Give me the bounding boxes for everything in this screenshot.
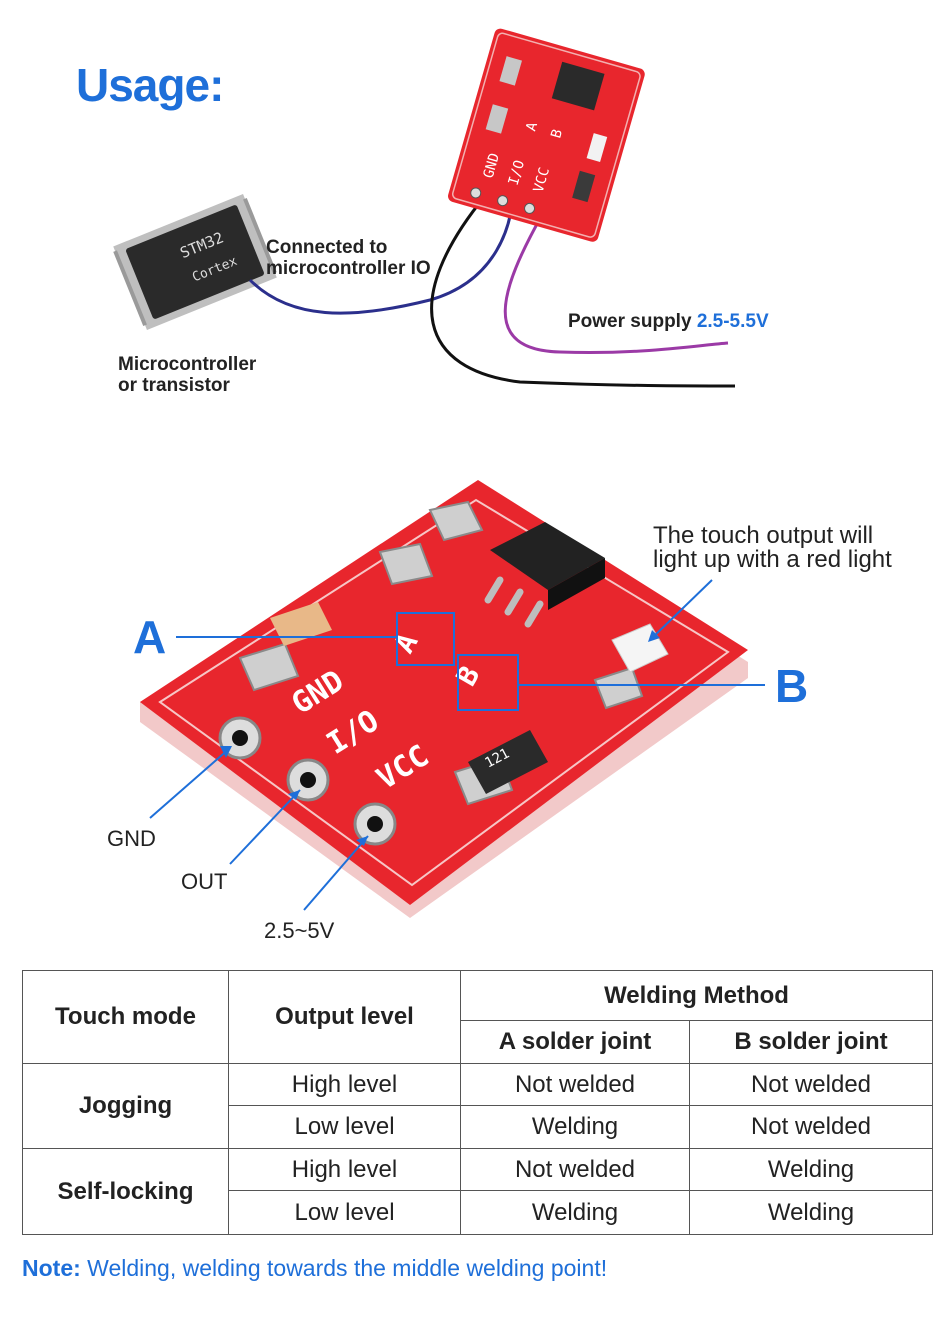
header-b-solder-joint: B solder joint (689, 1020, 933, 1064)
header-a-solder-joint: A solder joint (460, 1020, 690, 1064)
label-a: A (133, 611, 167, 663)
mode-self-locking: Self-locking (22, 1148, 229, 1235)
note-prefix: Note: (22, 1255, 81, 1281)
cell-b: Welding (689, 1190, 933, 1235)
pad-b-box (457, 654, 519, 711)
touch-output-note: The touch output will light up with a re… (653, 522, 892, 573)
cell-b: Welding (689, 1148, 933, 1191)
cell-a: Welding (460, 1190, 690, 1235)
resistor-121 (468, 730, 548, 794)
cell-level: Low level (228, 1105, 461, 1149)
cell-a: Not welded (460, 1148, 690, 1191)
mcu-label: Microcontroller or transistor (118, 354, 257, 396)
note-text: Welding, welding towards the middle weld… (87, 1255, 608, 1281)
cell-level: Low level (228, 1190, 461, 1235)
power-supply-text: Power supply (568, 311, 692, 332)
label-b: B (775, 660, 809, 712)
header-touch-mode: Touch mode (22, 970, 229, 1064)
power-supply-value: 2.5-5.5V (696, 311, 769, 332)
table-header-row: Touch mode Output level Welding Method (22, 970, 933, 1064)
pin-out-label: OUT (181, 869, 228, 894)
wire-vcc (503, 214, 729, 355)
pad-a-box (396, 612, 455, 666)
cell-level: High level (228, 1148, 461, 1191)
power-supply-label: Power supply 2.5-5.5V (568, 311, 769, 332)
footer-note: Note: Welding, welding towards the middl… (22, 1255, 607, 1282)
leader-vcc (303, 835, 369, 911)
pin-vcc-label: 2.5~5V (264, 918, 335, 943)
pcb-pin-vcc: VCC (531, 166, 553, 195)
mcu-chip-icon: STM32 Cortex (113, 194, 277, 330)
cell-a: Not welded (460, 1063, 690, 1106)
ic-chip (490, 522, 605, 590)
leader-out (229, 789, 301, 865)
header-output-level: Output level (228, 970, 461, 1064)
connected-label: Connected to microcontroller IO (266, 237, 431, 279)
cell-b: Not welded (689, 1105, 933, 1149)
pin-gnd-label: GND (107, 826, 156, 851)
usage-illustration: STM32 Cortex GND I/O VCC A B (113, 28, 736, 388)
table-row: Low level Welding Not welded (23, 1105, 933, 1149)
pcb-pin-io: I/O (506, 159, 528, 188)
leader-gnd (149, 747, 231, 819)
wire-io (248, 204, 514, 315)
mode-jogging: Jogging (22, 1063, 229, 1149)
table-subheader-row: A solder joint B solder joint (23, 1020, 933, 1064)
table-row: Self-locking High level Not welded Weldi… (22, 1148, 933, 1235)
cell-a: Welding (460, 1105, 690, 1149)
page-title: Usage: (76, 59, 224, 111)
small-pcb-icon: GND I/O VCC A B (448, 28, 645, 242)
cell-level: High level (228, 1063, 461, 1106)
table-row: Low level Welding Welding (23, 1190, 933, 1235)
leader-led (649, 579, 713, 641)
pcb-diagram: 121 GND I/O VCC A B (140, 480, 765, 918)
welding-method-table: Touch mode Output level Welding Method A… (22, 970, 933, 1235)
cell-b: Not welded (689, 1063, 933, 1106)
header-welding-method: Welding Method (460, 970, 933, 1021)
pcb-pin-gnd: GND (481, 151, 503, 180)
wire-gnd (430, 195, 736, 388)
table-row: Jogging High level Not welded Not welded (22, 1063, 933, 1149)
through-holes (218, 716, 397, 846)
